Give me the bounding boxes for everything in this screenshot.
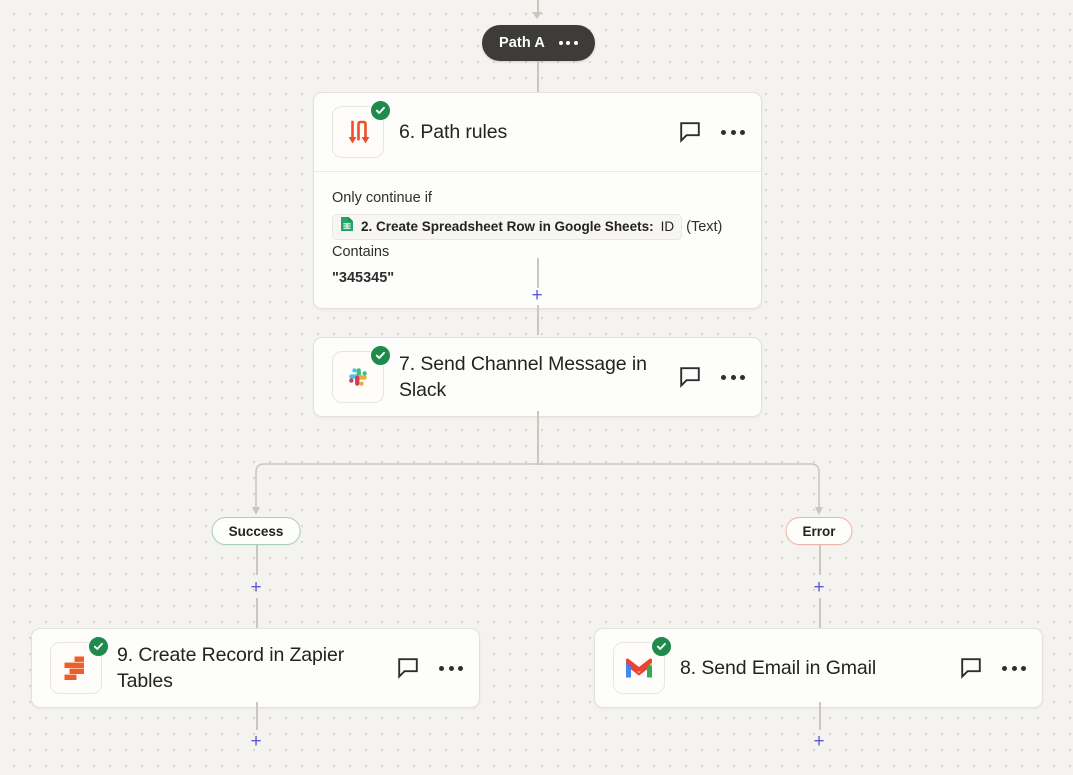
ellipsis-icon[interactable] xyxy=(558,41,578,45)
check-circle-icon xyxy=(370,345,391,366)
step-title: 6. Path rules xyxy=(399,121,508,143)
slack-icon xyxy=(332,351,384,403)
connector-plus-to-slack xyxy=(537,305,539,335)
step-card-actions xyxy=(679,121,745,143)
step-card-actions xyxy=(960,657,1026,679)
step-card-actions xyxy=(397,657,463,679)
add-step-button-after-error[interactable] xyxy=(810,579,828,597)
connector-path-rules-to-plus xyxy=(537,258,539,288)
app-icon-container xyxy=(50,636,109,694)
path-rules-condition: Only continue if xyxy=(314,171,761,308)
path-rules-icon xyxy=(332,106,384,158)
connector-gmail-tail xyxy=(819,702,821,730)
ellipsis-icon[interactable] xyxy=(721,374,745,380)
app-icon-container xyxy=(332,345,391,403)
connector-top-trunk xyxy=(537,0,539,16)
ellipsis-icon[interactable] xyxy=(439,665,463,671)
branch-label-text: Success xyxy=(228,523,284,539)
condition-prefix: Only continue if xyxy=(332,190,432,206)
add-step-button-after-success[interactable] xyxy=(247,579,265,597)
condition-field: ID xyxy=(660,219,675,234)
branch-label-success[interactable]: Success xyxy=(211,517,301,545)
condition-source-step: 2. Create Spreadsheet Row in Google Shee… xyxy=(361,219,654,234)
step-card-header: 7. Send Channel Message in Slack xyxy=(314,338,761,416)
condition-expression: 2. Create Spreadsheet Row in Google Shee… xyxy=(332,214,743,291)
check-circle-icon xyxy=(370,100,391,121)
app-icon-container xyxy=(332,100,391,158)
step-title: 9. Create Record in Zapier Tables xyxy=(117,644,345,692)
connector-error-to-plus xyxy=(819,545,821,575)
connector-badge-to-path-rules xyxy=(537,61,539,92)
step-card-header: 9. Create Record in Zapier Tables xyxy=(32,629,479,707)
google-sheets-icon xyxy=(340,216,354,238)
app-icon-container xyxy=(613,636,672,694)
connector-zapier-tables-tail xyxy=(256,702,258,730)
comment-icon[interactable] xyxy=(960,657,982,679)
step-card-header: 8. Send Email in Gmail xyxy=(595,629,1042,707)
comment-icon[interactable] xyxy=(679,121,701,143)
step-title: 8. Send Email in Gmail xyxy=(680,657,877,679)
add-step-button-after-zapier-tables[interactable] xyxy=(247,733,265,751)
check-circle-icon xyxy=(651,636,672,657)
ellipsis-icon[interactable] xyxy=(1002,665,1026,671)
step-card-slack[interactable]: 7. Send Channel Message in Slack xyxy=(313,337,762,417)
step-card-gmail[interactable]: 8. Send Email in Gmail xyxy=(594,628,1043,708)
step-title: 7. Send Channel Message in Slack xyxy=(399,353,647,401)
path-badge-path-a[interactable]: Path A xyxy=(482,25,595,61)
ellipsis-icon[interactable] xyxy=(721,129,745,135)
branch-label-error[interactable]: Error xyxy=(785,517,853,545)
connector-success-to-plus xyxy=(256,545,258,575)
connector-branch-error xyxy=(534,463,823,515)
step-card-path-rules[interactable]: 6. Path rules Only continue if xyxy=(313,92,762,309)
condition-value: "345345" xyxy=(332,270,395,286)
condition-source-pill[interactable]: 2. Create Spreadsheet Row in Google Shee… xyxy=(332,214,683,240)
add-step-button-after-gmail[interactable] xyxy=(810,733,828,751)
check-circle-icon xyxy=(88,636,109,657)
connector-plus-to-zapier-tables xyxy=(256,598,258,628)
step-card-header: 6. Path rules xyxy=(314,93,761,171)
path-badge-label: Path A xyxy=(499,35,545,51)
step-card-actions xyxy=(679,366,745,388)
condition-operator: (Text) Contains xyxy=(332,218,723,260)
branch-label-text: Error xyxy=(802,523,836,539)
connector-slack-to-split xyxy=(537,411,539,464)
connector-branch-success xyxy=(252,463,543,515)
add-step-button-after-path-rules[interactable] xyxy=(528,287,546,305)
comment-icon[interactable] xyxy=(397,657,419,679)
comment-icon[interactable] xyxy=(679,366,701,388)
connector-plus-to-gmail xyxy=(819,598,821,628)
step-card-zapier-tables[interactable]: 9. Create Record in Zapier Tables xyxy=(31,628,480,708)
